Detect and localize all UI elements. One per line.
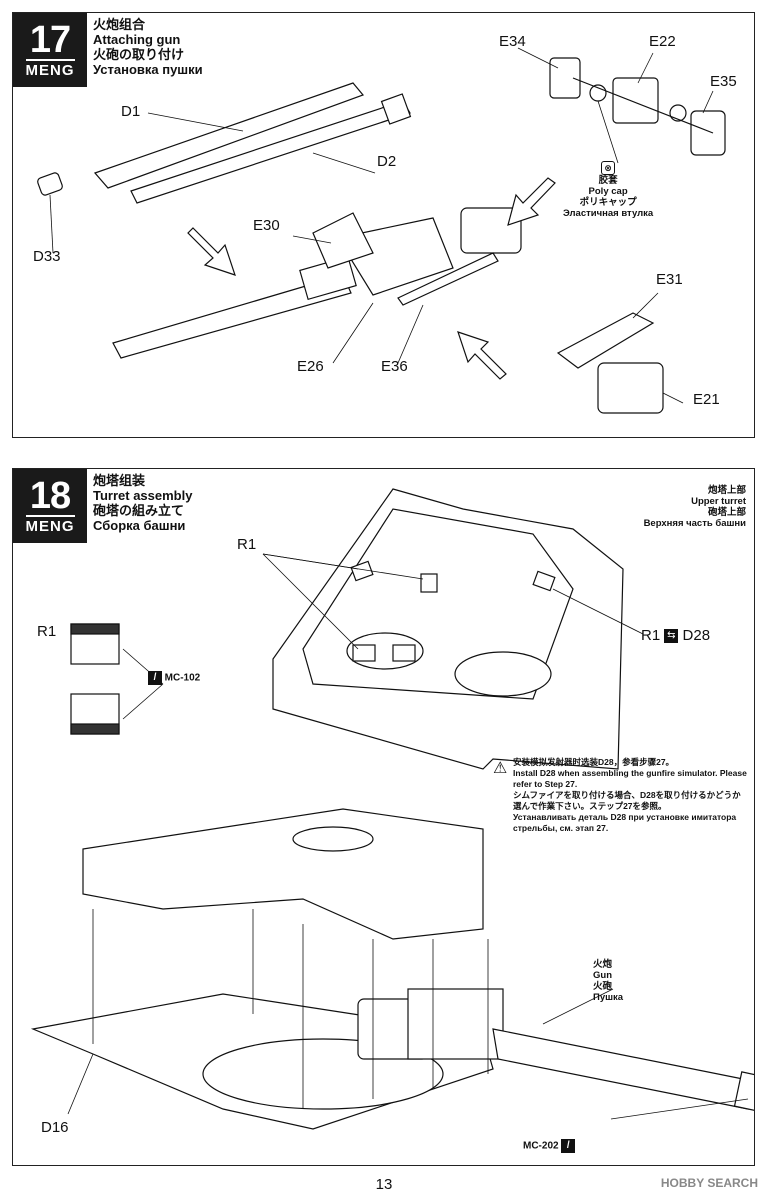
gun-ru: Пушка [593, 992, 624, 1003]
label-r1-left: R1 [37, 623, 57, 640]
d33-muzzle [37, 172, 63, 196]
r1-part [350, 560, 374, 582]
title-en: Turret assembly [93, 488, 193, 503]
d28-text: D28 [682, 627, 711, 644]
title-ja: 砲塔の組み立て [93, 503, 185, 518]
upper-turret-ja: 砲塔上部 [707, 507, 746, 518]
paint-mc202: MC-202 / [523, 1139, 576, 1153]
r1-part [352, 644, 376, 662]
e34-part [549, 57, 581, 99]
paint-mc102: / MC-102 [148, 671, 200, 685]
label-e35: E35 [710, 73, 737, 90]
step-18-panel: 18 MENG 炮塔组装 Turret assembly 砲塔の組み立て Сбо… [12, 468, 755, 1166]
step-18-drawing [30, 488, 754, 1130]
label-e21: E21 [693, 391, 720, 408]
label-r1-right: R1 ⇆ D28 [641, 627, 710, 644]
title-zh: 炮塔组装 [93, 473, 146, 488]
note-zh: 安装模拟发射器时选装D28，参看步骤27。 [513, 757, 675, 767]
gun-cradle [460, 207, 522, 254]
thermal-sleeve [299, 255, 357, 301]
r1-right-text: R1 [641, 627, 661, 644]
gun-muzzle [733, 1071, 754, 1113]
paint-brush-icon: / [561, 1139, 576, 1153]
upper-turret-ru: Верхняя часть башни [643, 518, 746, 529]
gun-ja: 火砲 [593, 981, 613, 992]
note-ru: Устанавливать деталь D28 при установке и… [513, 812, 737, 833]
note-ja: シムファイアを取り付ける場合、D28を取り付けるかどうか選んで作業下さい。ステッ… [513, 790, 741, 811]
warning-icon: ⚠ [493, 760, 508, 777]
title-ru: Сборка башни [93, 518, 186, 533]
lower-hatch-ring [292, 826, 374, 852]
step-17-titles: 火炮组合 Attaching gun 火砲の取り付け Установка пуш… [93, 17, 203, 77]
polycap-ru: Эластичная втулка [563, 208, 654, 219]
upper-hatch-ring [454, 651, 552, 697]
d28-install-note: ⚠ 安装模拟发射器时选装D28，参看步骤27。 Install D28 when… [493, 757, 749, 834]
d2-breech [380, 93, 412, 125]
label-e36: E36 [381, 358, 408, 375]
polycap-symbol-icon: ⊗ [601, 161, 616, 175]
mc102-code: MC-102 [164, 672, 201, 684]
mc202-code: MC-202 [523, 1140, 559, 1152]
gun-mantlet [337, 217, 454, 296]
arrow-down-left-icon [507, 177, 556, 226]
gun-breech-block [407, 988, 504, 1060]
lower-turret-shell [82, 808, 484, 940]
title-ja: 火砲の取り付け [93, 47, 185, 62]
label-d1: D1 [121, 103, 141, 120]
upper-turret-caption: 炮塔上部 Upper turret 砲塔上部 Верхняя часть баш… [644, 485, 746, 529]
title-ru: Установка пушки [93, 62, 203, 77]
upper-turret-en: Upper turret [691, 496, 746, 507]
label-e31: E31 [656, 271, 683, 288]
label-d33: D33 [33, 248, 61, 265]
brand-logo: MENG [25, 515, 75, 535]
gun-zh: 火炮 [593, 959, 613, 970]
gun-barrel [492, 1028, 754, 1110]
upper-turret-zh: 炮塔上部 [707, 485, 746, 496]
e30-part [312, 212, 374, 269]
polycap-right [669, 104, 687, 122]
note-en: Install D28 when assembling the gunfire … [513, 768, 747, 789]
polycap-zh: 胶套 [598, 175, 618, 186]
arrow-up-left-icon [457, 331, 507, 380]
step-18-titles: 炮塔组装 Turret assembly 砲塔の組み立て Сборка башн… [93, 473, 192, 533]
e21-part [597, 362, 664, 414]
label-e22: E22 [649, 33, 676, 50]
label-d2: D2 [377, 153, 397, 170]
e31-part [556, 312, 655, 369]
paint-brush-icon: / [148, 671, 162, 685]
d1-barrel-half [93, 82, 365, 189]
label-e26: E26 [297, 358, 324, 375]
label-e34: E34 [499, 33, 526, 50]
assembled-barrel [112, 274, 352, 359]
r1-part [532, 570, 556, 592]
watermark-logo: HOBBY SEARCH [660, 1176, 758, 1190]
title-en: Attaching gun [93, 32, 181, 47]
r1-part [392, 644, 416, 662]
step-17-badge: 17 MENG [13, 13, 87, 87]
label-d16: D16 [41, 1119, 69, 1136]
step-17-number: 17 [29, 19, 71, 61]
polycap-en: Poly cap [588, 186, 628, 197]
r1-part [420, 573, 438, 593]
step-18-number: 18 [29, 475, 71, 517]
e35-part [690, 110, 726, 156]
step-17-panel: 17 MENG 火炮组合 Attaching gun 火砲の取り付け Устан… [12, 12, 755, 438]
step-18-badge: 18 MENG [13, 469, 87, 543]
label-r1-top: R1 [237, 536, 257, 553]
d2-barrel-half [130, 100, 411, 204]
e36-rod [397, 252, 499, 306]
label-e30: E30 [253, 217, 280, 234]
title-zh: 火炮组合 [93, 17, 146, 32]
gun-en: Gun [593, 970, 612, 981]
polycap-ja: ポリキャップ [579, 197, 637, 208]
page-number: 13 [375, 1176, 393, 1193]
polycap-note: ⊗ 胶套 Poly cap ポリキャップ Эластичная втулка [563, 161, 653, 219]
e22-part [612, 77, 659, 124]
arrow-down-right-icon [187, 227, 236, 276]
brand-logo: MENG [25, 59, 75, 79]
gun-caption: 火炮 Gun 火砲 Пушка [593, 959, 623, 1003]
step-17-drawing [37, 47, 726, 414]
swap-icon: ⇆ [664, 629, 679, 644]
